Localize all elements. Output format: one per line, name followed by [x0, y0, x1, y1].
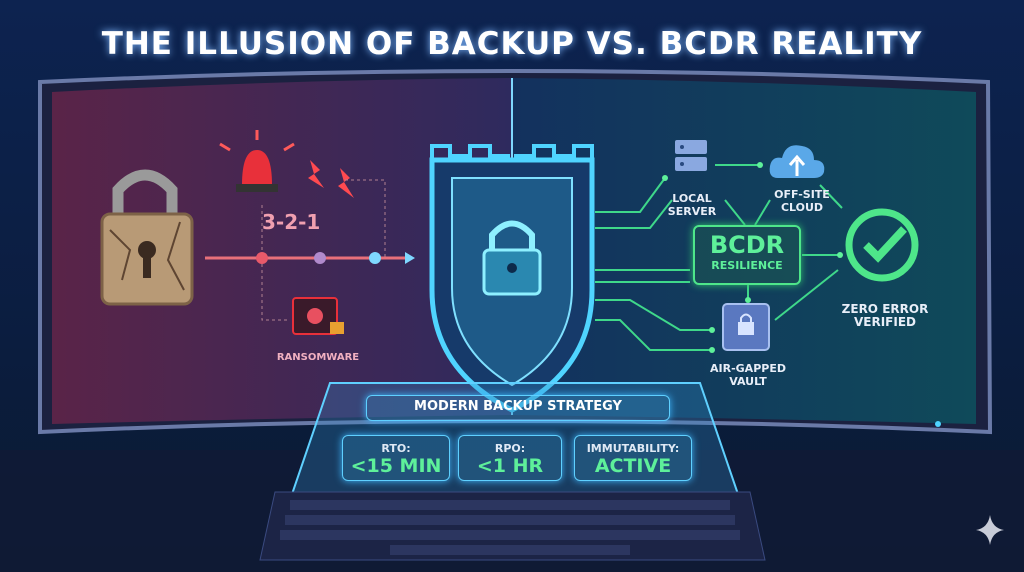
cloud-label: OFF-SITE CLOUD	[774, 188, 830, 214]
bcdr-title: BCDR	[709, 231, 785, 259]
zero-error-label: ZERO ERROR VERIFIED	[841, 302, 929, 329]
page-title: THE ILLUSION OF BACKUP VS. BCDR REALITY	[101, 26, 923, 62]
vault-label: AIR-GAPPED VAULT	[710, 362, 786, 388]
rpo-metric: RPO: <1 HR	[458, 435, 562, 481]
rto-value: <15 MIN	[350, 455, 442, 477]
bcdr-subtitle: RESILIENCE	[711, 259, 783, 272]
server-icon	[675, 140, 707, 171]
ransomware-icon	[292, 297, 344, 335]
alarm-siren-icon	[219, 130, 295, 192]
rto-metric: RTO: <15 MIN	[342, 435, 450, 481]
screen-left	[52, 78, 512, 424]
checkmark-circle-icon	[845, 208, 919, 282]
rpo-label: RPO:	[494, 442, 526, 455]
strategy-header: MODERN BACKUP STRATEGY	[366, 395, 670, 421]
sparkle-icon	[976, 515, 1004, 545]
rule-321-label: 3-2-1	[262, 210, 321, 234]
bcdr-resilience-box: BCDR RESILIENCE	[693, 225, 801, 285]
shield-icon	[429, 144, 595, 413]
immutability-value: ACTIVE	[594, 455, 672, 477]
local-server-label: LOCAL SERVER	[667, 192, 717, 218]
rpo-value: <1 HR	[476, 455, 544, 477]
ransomware-label: RANSOMWARE	[276, 352, 360, 363]
cloud-upload-icon	[769, 145, 825, 178]
vault-icon	[722, 303, 770, 351]
immutability-metric: IMMUTABILITY: ACTIVE	[574, 435, 692, 481]
broken-padlock-icon	[100, 169, 194, 306]
rto-label: RTO:	[381, 442, 411, 455]
lightning-icon	[308, 160, 354, 198]
keyboard	[259, 491, 766, 561]
immutability-label: IMMUTABILITY:	[586, 442, 680, 455]
